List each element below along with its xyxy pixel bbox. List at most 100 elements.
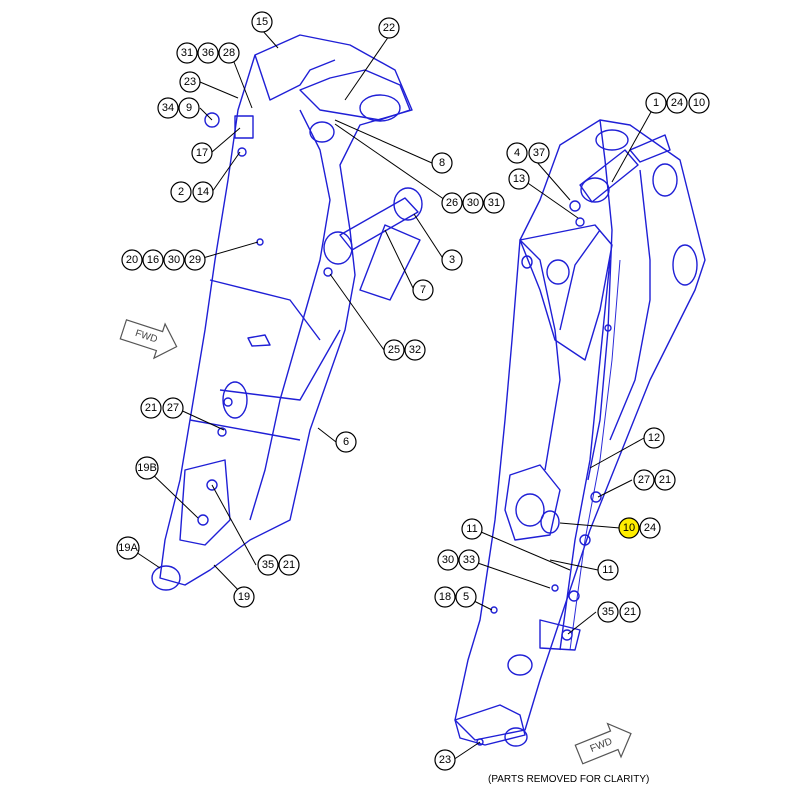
right-gear-guard <box>504 464 561 541</box>
callout-12-label: 12 <box>648 432 660 444</box>
callout-16[interactable]: 16 <box>142 249 164 271</box>
callout-27-b[interactable]: 27 <box>633 469 655 491</box>
callout-10-top[interactable]: 10 <box>688 92 710 114</box>
callout-19-label: 19 <box>238 591 250 603</box>
callout-35-a-label: 35 <box>262 559 274 571</box>
callout-24-mid[interactable]: 24 <box>639 517 661 539</box>
callout-4-label: 4 <box>514 147 520 159</box>
right-arm-top-boss <box>652 163 678 197</box>
callout-24-top[interactable]: 24 <box>666 92 688 114</box>
right-gear-shaft <box>540 510 560 534</box>
callout-29[interactable]: 29 <box>184 249 206 271</box>
left-arm-web <box>249 109 331 521</box>
callout-34[interactable]: 34 <box>157 97 179 119</box>
left-bucket-bracket <box>179 459 231 546</box>
callout-1[interactable]: 1 <box>645 92 667 114</box>
right-fitting-27 <box>590 491 602 503</box>
callout-26-label: 26 <box>446 197 458 209</box>
callout-9-label: 9 <box>186 102 192 114</box>
callout-21-a-label: 21 <box>145 402 157 414</box>
callout-7[interactable]: 7 <box>412 279 434 301</box>
callout-23-left[interactable]: 23 <box>179 71 201 93</box>
right-fitting-33 <box>551 584 559 592</box>
callout-12[interactable]: 12 <box>643 427 665 449</box>
callout-21-c[interactable]: 21 <box>654 469 676 491</box>
callout-8[interactable]: 8 <box>431 152 453 174</box>
callout-18-label: 18 <box>439 591 451 603</box>
right-arm-assembly <box>454 119 706 747</box>
fwd-arrow-right: FWD <box>574 722 632 765</box>
callout-11-b-label: 11 <box>602 564 613 576</box>
left-fitting-35 <box>206 479 218 491</box>
right-fitting-35 <box>561 629 573 641</box>
callout-11-a[interactable]: 11 <box>461 518 483 540</box>
callout-35-a[interactable]: 35 <box>257 554 279 576</box>
callout-5[interactable]: 5 <box>455 586 477 608</box>
callout-2[interactable]: 2 <box>170 181 192 203</box>
callout-14[interactable]: 14 <box>192 181 214 203</box>
callout-23-bottom-label: 23 <box>439 754 451 766</box>
left-arm-assembly <box>151 34 423 591</box>
left-plate-17 <box>234 115 254 139</box>
right-arm-inner-edge-1 <box>587 119 613 481</box>
left-fitting-21 <box>217 427 227 437</box>
fwd-arrow-left: FWD <box>119 319 178 360</box>
callout-5-label: 5 <box>463 591 469 603</box>
left-arm-body <box>159 34 413 586</box>
callout-22[interactable]: 22 <box>378 17 400 39</box>
callout-2-label: 2 <box>178 186 184 198</box>
callout-33[interactable]: 33 <box>458 549 480 571</box>
footnote: (PARTS REMOVED FOR CLARITY) <box>488 774 650 785</box>
callout-25[interactable]: 25 <box>383 339 405 361</box>
callout-32[interactable]: 32 <box>404 339 426 361</box>
left-arm-head-bracket <box>299 69 411 121</box>
callout-34-label: 34 <box>162 102 174 114</box>
callout-18[interactable]: 18 <box>434 586 456 608</box>
callout-30-top[interactable]: 30 <box>462 192 484 214</box>
callout-15-label: 15 <box>256 16 268 28</box>
callout-13[interactable]: 13 <box>508 168 530 190</box>
callout-28[interactable]: 28 <box>218 42 240 64</box>
right-cylinder-rod <box>595 129 629 151</box>
callout-1-label: 1 <box>653 97 659 109</box>
callout-30-left[interactable]: 30 <box>163 249 185 271</box>
callout-6[interactable]: 6 <box>335 431 357 453</box>
callout-23-left-label: 23 <box>184 76 196 88</box>
callout-27-a[interactable]: 27 <box>162 397 184 419</box>
callout-26[interactable]: 26 <box>441 192 463 214</box>
callout-23-bottom[interactable]: 23 <box>434 749 456 771</box>
callout-19[interactable]: 19 <box>233 586 255 608</box>
callout-11-b[interactable]: 11 <box>597 559 619 581</box>
left-fitting-14 <box>237 147 247 157</box>
callout-37[interactable]: 37 <box>528 142 550 164</box>
callout-20-label: 20 <box>126 254 138 266</box>
right-lower-block <box>539 619 581 651</box>
callout-19a[interactable]: 19A <box>116 536 140 560</box>
callout-21-d[interactable]: 21 <box>619 601 641 623</box>
callout-36[interactable]: 36 <box>197 42 219 64</box>
right-arm-inner-edge-2 <box>609 169 651 441</box>
left-fitting-25 <box>323 267 333 277</box>
callout-31-top[interactable]: 31 <box>176 42 198 64</box>
right-boom-pin-small <box>521 255 533 269</box>
callout-17[interactable]: 17 <box>191 142 213 164</box>
fwd-arrow-right-shape <box>574 722 632 765</box>
callout-35-b[interactable]: 35 <box>597 601 619 623</box>
callout-10-highlighted[interactable]: 10 <box>618 517 640 539</box>
right-lower-pin-boss <box>507 654 533 676</box>
callout-9[interactable]: 9 <box>178 97 200 119</box>
left-fitting-9 <box>204 112 220 128</box>
callout-4[interactable]: 4 <box>506 142 528 164</box>
callout-15[interactable]: 15 <box>251 11 273 33</box>
callout-30-right[interactable]: 30 <box>437 549 459 571</box>
callout-21-b[interactable]: 21 <box>278 554 300 576</box>
callout-3[interactable]: 3 <box>441 249 463 271</box>
callout-21-a[interactable]: 21 <box>140 397 162 419</box>
right-cylinder-end <box>580 177 610 203</box>
callout-31-mid[interactable]: 31 <box>483 192 505 214</box>
callout-20[interactable]: 20 <box>121 249 143 271</box>
callout-10-top-label: 10 <box>693 97 705 109</box>
right-fitting-11 <box>568 590 580 602</box>
right-foot-boss <box>504 727 528 747</box>
callout-19b[interactable]: 19B <box>135 456 159 480</box>
